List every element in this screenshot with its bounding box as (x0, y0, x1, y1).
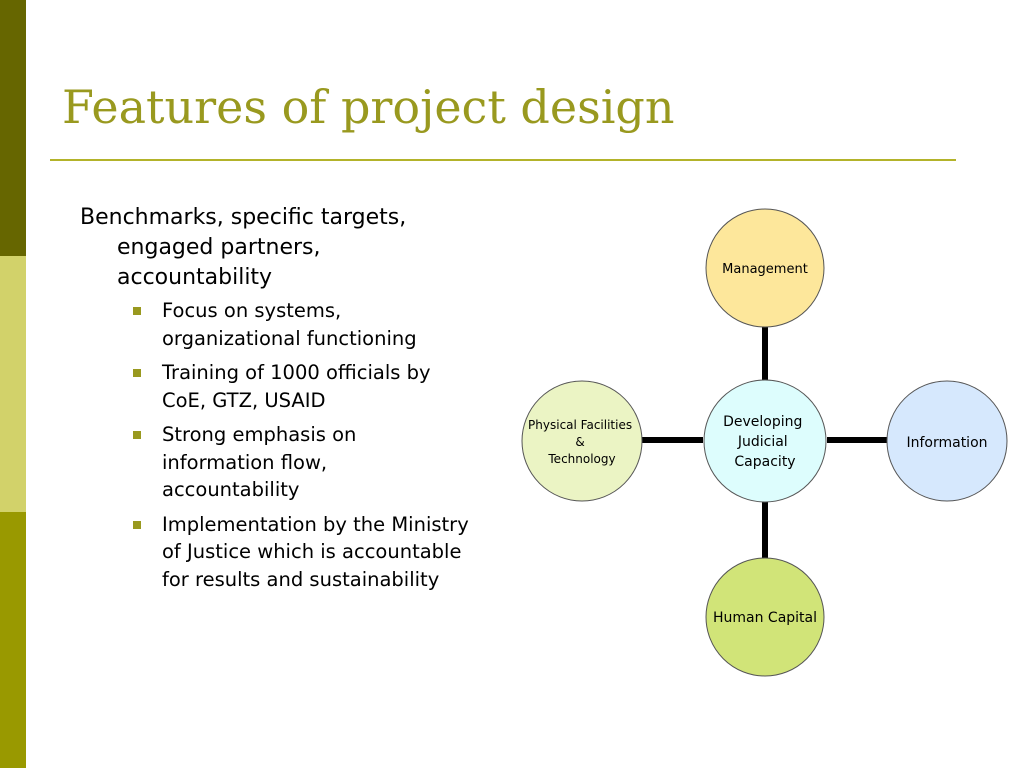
square-bullet-icon (133, 369, 141, 377)
body-text: Benchmarks, specific targets, engaged pa… (80, 203, 470, 600)
bullet-item: Focus on systems, organizational functio… (80, 297, 470, 352)
node-management (705, 208, 825, 328)
bullet-text: Focus on systems, organizational functio… (162, 299, 417, 350)
bullet-item: Strong emphasis on information flow, acc… (80, 421, 470, 504)
node-information (886, 380, 1008, 502)
title-underline (50, 159, 956, 161)
sidebar-band-light (0, 256, 26, 512)
bullet-text: Implementation by the Ministry of Justic… (162, 512, 469, 591)
node-developing-judicial-capacity (703, 379, 827, 503)
square-bullet-icon (133, 307, 141, 315)
bullet-list: Focus on systems, organizational functio… (80, 297, 470, 593)
bullet-item: Implementation by the Ministry of Justic… (80, 511, 470, 594)
sidebar-band-dark (0, 0, 26, 256)
main-point: Benchmarks, specific targets, engaged pa… (80, 205, 407, 290)
slide-title: Features of project design (62, 80, 675, 134)
node-physical-facilities (521, 380, 643, 502)
square-bullet-icon (133, 431, 141, 439)
bullet-text: Strong emphasis on information flow, acc… (162, 423, 357, 501)
node-physical-facilities-label: Physical Facilities & Technology (528, 418, 636, 466)
node-human-capital-label: Human Capital (713, 610, 817, 626)
node-information-label: Information (906, 435, 987, 451)
bullet-text: Training of 1000 officials by CoE, GTZ, … (162, 361, 431, 412)
node-management-label: Management (722, 262, 808, 277)
bullet-item: Training of 1000 officials by CoE, GTZ, … (80, 359, 470, 414)
sidebar-band-mid (0, 512, 26, 768)
square-bullet-icon (133, 520, 141, 529)
node-center-label: Developing Judicial Capacity (723, 414, 807, 470)
node-human-capital (705, 557, 825, 677)
